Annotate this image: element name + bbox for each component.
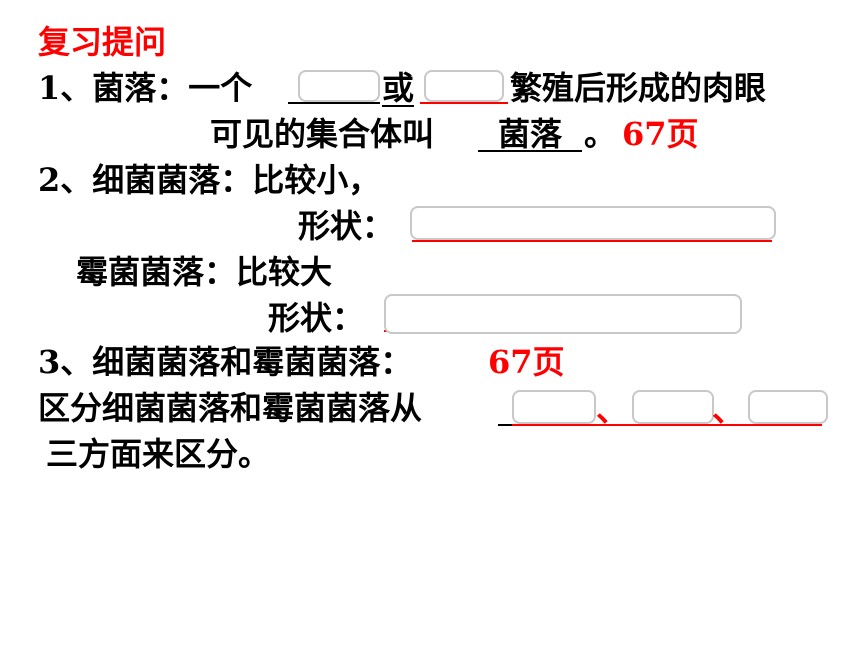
q2-blank-underline-1 <box>412 240 772 242</box>
q3-line-3: 三方面来区分。 <box>46 435 271 473</box>
q1-answer-underline <box>478 150 582 152</box>
q2-shape-blank-2[interactable] <box>384 294 742 334</box>
q3-separator-1: 、 <box>596 391 629 429</box>
q3-answer-blank-1[interactable] <box>512 390 596 424</box>
q2-line-1: 2、细菌菌落：比较小， <box>38 161 381 199</box>
q1-line2-prefix: 可见的集合体叫 <box>210 115 435 153</box>
q3-blank-underline <box>512 424 822 426</box>
q1-number: 1、 <box>38 69 93 107</box>
q1-or: 或 <box>382 69 415 107</box>
q2-line-3: 霉菌菌落：比较大 <box>76 253 333 291</box>
q3-page-ref: 67页 <box>488 343 565 381</box>
q1-period: 。 <box>584 115 617 153</box>
q2-shape-blank-1[interactable] <box>410 206 776 240</box>
q1-answer-blank-1[interactable] <box>298 70 380 102</box>
q2-shape-label-2: 形状： <box>268 299 365 337</box>
q1-prefix: 菌落：一个 <box>92 69 253 107</box>
q1-line-2: 可见的集合体叫 <box>210 114 434 154</box>
q3-line-2: 区分细菌菌落和霉菌菌落从 <box>38 389 423 427</box>
q1-blank-underline-2 <box>420 102 508 104</box>
q1-line-1: 1、菌落：一个 <box>38 68 252 108</box>
q3-answer-blank-3[interactable] <box>748 390 828 424</box>
q1-blank-underline-1 <box>288 102 380 104</box>
q3-line-1: 3、细菌菌落和霉菌菌落： <box>38 343 413 381</box>
q3-lead-underline <box>498 424 512 426</box>
q1-answer-blank-2[interactable] <box>424 70 504 102</box>
q1-suffix: 繁殖后形成的肉眼 <box>510 69 767 107</box>
q1-answer: 菌落 <box>498 115 563 153</box>
q2-shape-label-1: 形状： <box>298 207 395 245</box>
q1-page-ref: 67页 <box>622 115 699 153</box>
q3-separator-2: 、 <box>712 391 745 429</box>
q3-answer-blank-2[interactable] <box>632 390 714 424</box>
page-title: 复习提问 <box>38 23 167 61</box>
